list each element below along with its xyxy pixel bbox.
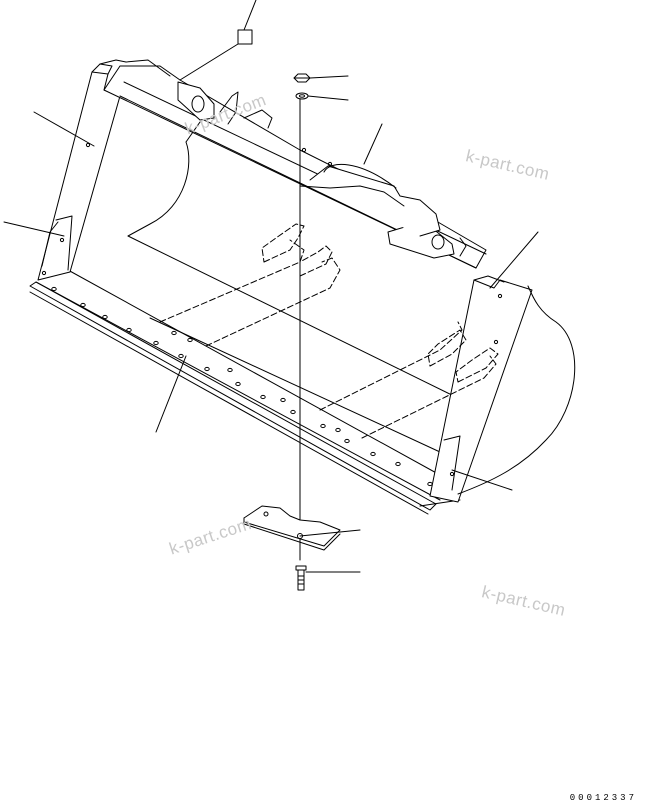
bucket-floor xyxy=(67,235,463,476)
leader-lines xyxy=(3,0,539,573)
washer xyxy=(295,92,309,100)
cutting-edge xyxy=(29,281,461,515)
back-curve-left xyxy=(127,121,201,237)
cutting-edge-bolt-holes xyxy=(51,286,433,487)
back-curve-right xyxy=(457,285,576,495)
bolt xyxy=(295,565,307,591)
left-hinge-bracket xyxy=(177,81,273,129)
drawing-number: 00012337 xyxy=(569,793,637,803)
shim-plate xyxy=(243,505,341,551)
decal-square xyxy=(237,29,253,45)
right-side-plate xyxy=(429,275,533,503)
nut xyxy=(293,73,311,83)
center-support-tube xyxy=(299,147,441,237)
